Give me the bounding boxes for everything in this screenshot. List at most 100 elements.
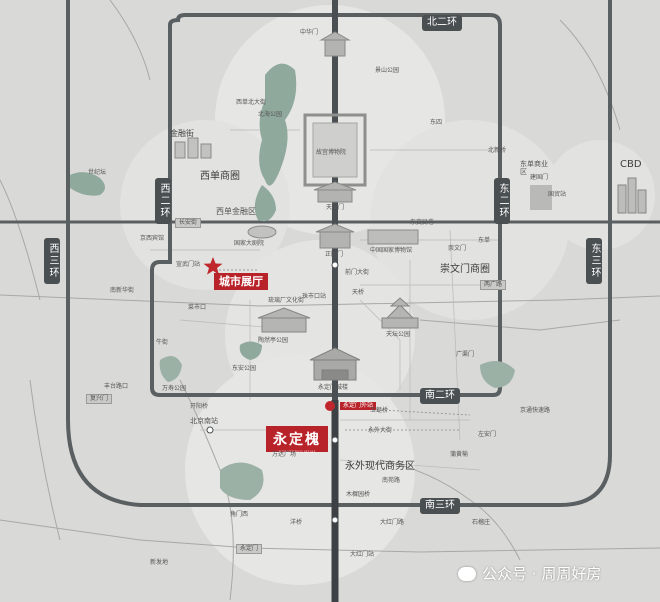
label-dongsi: 东四 <box>430 119 443 126</box>
label-niujie: 牛街 <box>156 339 169 346</box>
project-pin-icon <box>325 401 335 411</box>
label-dahongmen-road: 大红门路 <box>380 519 405 526</box>
zone-xidan: 西单商圈 <box>200 171 240 182</box>
landmark-taoranting: 陶然亭公园 <box>258 337 289 344</box>
grand-theater-icon <box>247 225 277 239</box>
label-jiaomen: 角门西 <box>230 511 249 518</box>
label-yangqiao: 洋桥 <box>290 519 303 526</box>
yongdingmen-icon <box>309 347 361 381</box>
ring-south2-label: 南二环 <box>420 388 460 404</box>
project-logo-title: 永定槐 <box>273 432 321 448</box>
park-south <box>220 462 264 500</box>
ring-north2-label: 北二环 <box>422 15 462 31</box>
financial-street-icon <box>174 137 212 159</box>
landmark-zhushikou: 珠市口站 <box>302 293 327 300</box>
label-jianguomen: 建国门 <box>530 174 549 181</box>
station-marker-icon <box>206 426 214 434</box>
ring-east2-label: 东二环 <box>494 178 510 224</box>
label-tianqiao: 天桥 <box>352 289 365 296</box>
landmark-dongan: 东安公园 <box>232 365 257 372</box>
ring-2 <box>150 13 502 397</box>
watermark-prefix: 公众号 <box>482 565 528 583</box>
road-yongdingmen-tag: 永定门 <box>236 544 263 554</box>
label-liulichang: 琉璃厂文化街 <box>268 297 305 304</box>
label-yuzhu: 玉蜓桥 <box>370 407 389 414</box>
landmark-national-museum: 中国国家博物馆 <box>370 247 413 254</box>
zhonghai-lake <box>254 185 276 222</box>
label-jingxi: 京西宾馆 <box>140 235 165 242</box>
qianmen-icon <box>315 223 355 249</box>
park-west <box>159 356 182 382</box>
label-puhuangyu: 蒲黄榆 <box>450 451 469 458</box>
tiananmen-icon <box>313 181 357 203</box>
landmark-muxiyuan: 木樨园桥 <box>346 491 371 498</box>
label-yongwai: 永外大街 <box>368 427 393 434</box>
watermark: 公众号 · 周周好房 <box>458 567 601 582</box>
showroom-label[interactable]: 城市展厅 <box>214 273 268 290</box>
label-wanshou: 万寿公园 <box>162 385 187 392</box>
label-nanyuan-road: 南苑路 <box>382 477 401 484</box>
showroom-star-icon <box>203 257 223 275</box>
national-museum-icon <box>367 229 419 245</box>
ring-west3-label: 西三环 <box>44 238 60 284</box>
zone-cbd: CBD <box>620 159 642 170</box>
zone-xidan-sub: 西单金融区 <box>216 207 256 216</box>
landmark-jinrongjie: 金融街 <box>170 129 194 138</box>
landmark-tiantan: 天坛公园 <box>386 331 411 338</box>
ring-west2-label: 西二环 <box>155 178 171 224</box>
label-fengtai: 丰台路口 <box>104 383 129 390</box>
label-dongdan: 东单 <box>478 237 491 244</box>
landmark-xuanwumen: 宣武门站 <box>176 261 201 268</box>
temple-of-heaven-icon <box>381 297 419 329</box>
wechat-icon <box>458 567 476 581</box>
label-chongwenmen: 崇文门 <box>448 245 467 252</box>
drum-tower-icon <box>319 31 351 57</box>
halo-east <box>370 120 570 320</box>
landmark-tiananmen: 天安门 <box>326 204 345 211</box>
shichahai-lake <box>259 63 297 186</box>
halo-south <box>185 355 415 585</box>
block-east <box>530 185 552 210</box>
watermark-name: 周周好房 <box>541 565 602 583</box>
label-zhonghua: 中华门 <box>300 29 319 36</box>
ring-east3-label: 东三环 <box>586 238 602 284</box>
label-dongjiaominxiang: 东交民巷 <box>410 219 435 226</box>
subway-station-tag[interactable]: 永定门外站 <box>340 402 377 410</box>
label-jingtong: 京通快速路 <box>520 407 551 414</box>
subway-marker-icon-2 <box>331 436 339 444</box>
zone-dongdan: 东单商业区 <box>520 160 548 177</box>
road-liangma-tag: 两广路 <box>480 280 507 290</box>
yuyuantan-lake <box>70 172 105 196</box>
halo-xidan <box>120 120 290 290</box>
landmark-qianmen: 正阳门 <box>325 251 344 258</box>
cbd-skyline-icon <box>617 177 647 214</box>
label-kaiyang: 开阳桥 <box>190 403 209 410</box>
park-east <box>480 361 515 388</box>
landmark-beijing-south: 北京南站 <box>190 417 218 425</box>
label-beihai: 北海公园 <box>258 111 283 118</box>
road-changan-tag: 长安街 <box>175 218 202 228</box>
label-guangqumen: 广渠门 <box>456 351 475 358</box>
label-beixinqiao: 北新桥 <box>488 147 507 154</box>
landmark-nanxinhua: 南新华街 <box>110 287 135 294</box>
label-caishikou: 菜市口 <box>188 304 207 311</box>
label-shijie: 世纪坛 <box>88 169 107 176</box>
label-shiliuzhuang: 石榴庄 <box>472 519 491 526</box>
ring-south3-label: 南三环 <box>420 498 460 514</box>
label-gugong: 故宫博物院 <box>316 149 347 156</box>
project-logo-sub: YONGDING HUAI <box>278 449 316 454</box>
label-guomao: 国贸站 <box>548 191 567 198</box>
label-jingshan: 景山公园 <box>375 67 400 74</box>
ring-3 <box>66 0 612 507</box>
museum-icon <box>257 307 311 333</box>
project-nearby-label: 万达广场 <box>272 451 297 458</box>
project-logo[interactable]: 永定槐 YONGDING HUAI <box>266 426 328 454</box>
landmark-qianmen-street: 前门大街 <box>345 269 370 276</box>
subway-marker-icon <box>331 261 339 269</box>
taoranting-lake <box>239 341 262 360</box>
forbidden-city-inner <box>312 122 358 178</box>
landmark-grand-theater: 国家大剧院 <box>234 240 265 247</box>
